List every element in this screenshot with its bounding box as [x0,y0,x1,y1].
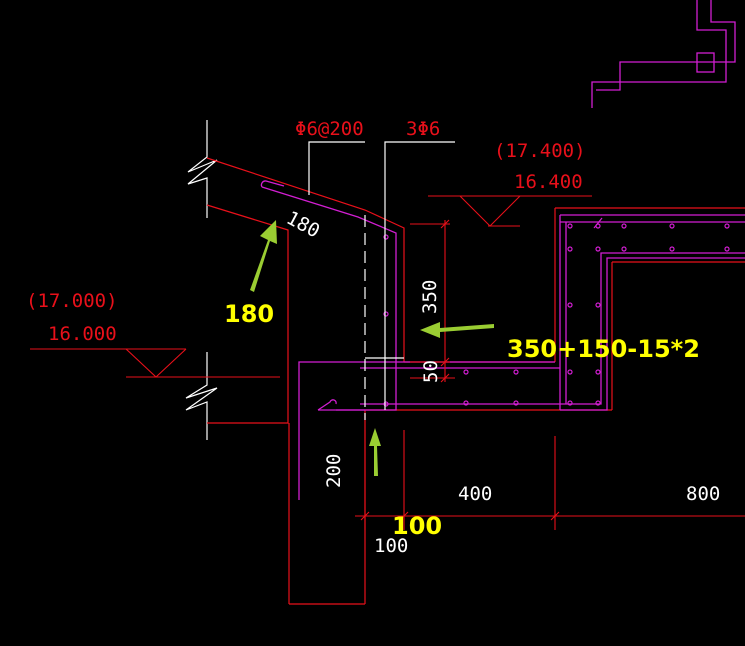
dim-800-label: 800 [686,483,720,505]
elevation-left-paren: (17.000) [26,290,118,312]
rebar-spacing-label: Φ6@200 [295,118,364,140]
ticks-slab [593,217,603,229]
note-formula: 350+150-15*2 [507,335,700,363]
elevation-top: 16.400 [514,171,583,193]
elevation-top-paren: (17.400) [494,140,586,162]
yellow-annotations: 180 350+150-15*2 100 [224,300,700,540]
rebar-lines [260,180,745,500]
arrow-100 [369,428,381,476]
annotation-arrows [250,220,494,476]
leader-lines [308,141,455,420]
dimension-lines [30,195,745,530]
arrow-180 [250,220,277,292]
rebar-dots [383,223,730,407]
dim-200-label: 200 [323,454,345,488]
top-right-outline [591,0,736,108]
dim-400-label: 400 [458,483,492,505]
note-100: 100 [392,512,442,540]
note-180: 180 [224,300,274,328]
dim-350-label: 350 [419,280,441,314]
rebar-count-label: 3Φ6 [406,118,440,140]
dim-50-label: 50 [420,360,442,383]
cad-labels: Φ6@200 3Φ6 (17.400) 16.400 (17.000) 16.0… [26,118,586,345]
dimension-labels: 180 350 50 200 400 800 100 [283,207,721,557]
dim-100-label: 100 [374,535,408,557]
elevation-left: 16.000 [48,323,117,345]
arrow-formula [420,322,494,338]
dim-180-label: 180 [283,207,324,243]
break-line-symbols [185,120,218,440]
